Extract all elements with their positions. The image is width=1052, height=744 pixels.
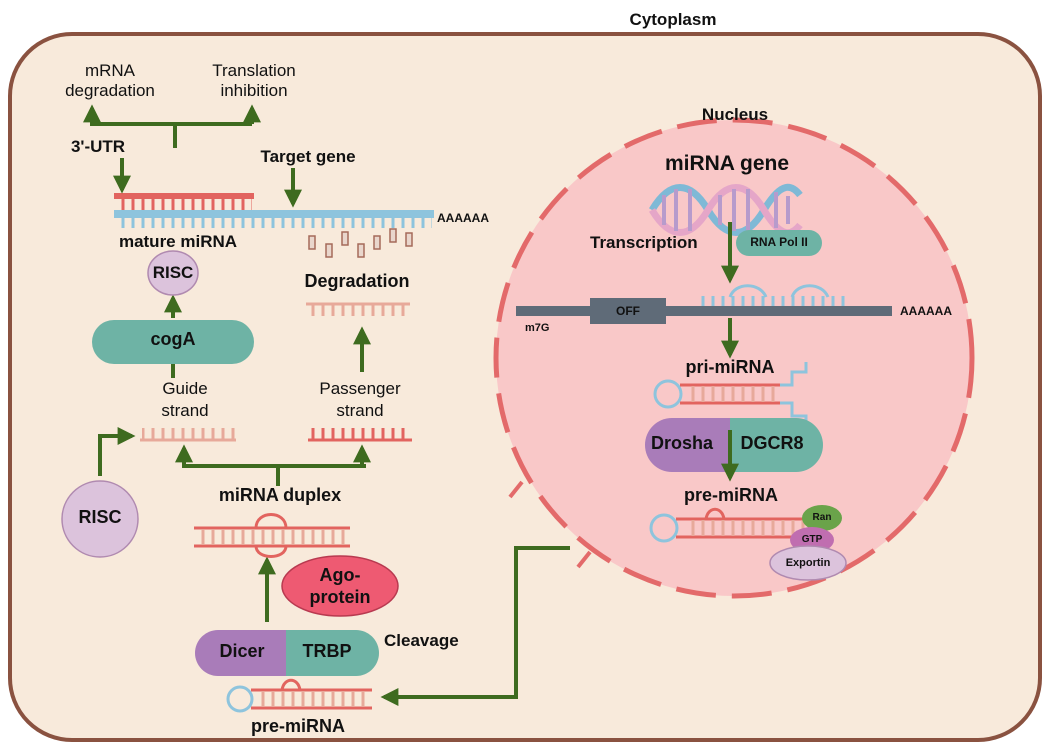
cytoplasmic-pre-mirna-label: pre-miRNA (250, 716, 346, 736)
dicer (195, 630, 286, 676)
guide-strand (140, 428, 236, 442)
translation-inhibition-label-2: inhibition (220, 81, 288, 100)
mirna-gene-label: miRNA gene (664, 152, 790, 175)
exportin-label: Exportin (785, 557, 831, 569)
pri-mirna-hairpin (653, 362, 808, 426)
degradation-fragments (308, 228, 413, 258)
cap-label: m7G (525, 322, 550, 334)
gtp-label: GTP (801, 534, 823, 545)
risc-loading-arrow (98, 427, 136, 476)
primary-transcript (516, 306, 892, 316)
risc-complex (61, 480, 139, 558)
mrna-degradation-label-2: degradation (65, 81, 155, 100)
guide-label-1: Guide (162, 379, 208, 398)
nucleus-label: Nucleus (701, 105, 769, 124)
inhibition-mark-1 (508, 480, 524, 499)
mature-mirna (114, 193, 254, 210)
dgcr8 (730, 418, 823, 472)
ago-protein (281, 555, 399, 617)
off-label: OFF (616, 304, 640, 318)
utr-label: 3'-UTR (70, 137, 126, 156)
guide-label-2: strand (161, 401, 209, 420)
cytoplasmic-pre-mirna (226, 678, 372, 713)
degradation-label: Degradation (304, 271, 410, 291)
target-gene-label: Target gene (260, 147, 356, 166)
trbp (286, 630, 379, 676)
nuclear-envelope (493, 117, 975, 599)
cytoplasmic-polya-label: AAAAAA (437, 211, 489, 225)
passenger-strand (308, 428, 412, 442)
rna-pol-ii-label: RNA Pol II (750, 235, 808, 249)
target-mrna (114, 210, 434, 228)
exportin (769, 545, 847, 581)
passenger-label-1: Passenger (319, 379, 401, 398)
dicer-label: Dicer (219, 641, 265, 661)
ago-label-1: Ago- (319, 565, 361, 585)
nuclear-pre-mirna (649, 507, 808, 543)
ago-label-2: protein (309, 587, 371, 607)
rna-pol-ii (736, 230, 822, 256)
cleavage-label: Cleavage (384, 631, 459, 650)
degraded-strand (306, 302, 410, 316)
duplex-label: miRNA duplex (218, 485, 342, 505)
ran-protein (802, 505, 842, 531)
transcription-label: Transcription (590, 233, 698, 252)
translation-inhibition-label-1: Translation (212, 61, 296, 80)
trbp-label: TRBP (302, 641, 352, 661)
pri-mirna-label: pri-miRNA (685, 357, 775, 377)
mature-mirna-label: mature miRNA (118, 232, 238, 251)
cytoplasm-label: Cytoplasm (629, 10, 717, 29)
coga-label: cogA (150, 329, 196, 349)
risc-bottom-label: RISC (78, 507, 122, 527)
passenger-label-2: strand (336, 401, 384, 420)
drosha (645, 418, 730, 472)
nuclear-polya-label: AAAAAA (900, 304, 952, 318)
repression-branch-left (83, 104, 252, 126)
coga (92, 320, 254, 364)
inhibition-mark-2 (576, 550, 592, 569)
export-arrow (380, 546, 570, 706)
risc-top (147, 250, 199, 296)
mrna-degradation-label-1: mRNA (84, 61, 136, 80)
dgcr8-label: DGCR8 (740, 433, 804, 453)
mirna-duplex (194, 513, 350, 558)
nuclear-pre-mirna-label: pre-miRNA (683, 485, 779, 505)
off-box (590, 298, 666, 324)
drosha-label: Drosha (650, 433, 714, 453)
risc-top-label: RISC (152, 263, 194, 282)
ran-label: Ran (812, 512, 832, 523)
unwinding-arrow-left (175, 444, 366, 468)
